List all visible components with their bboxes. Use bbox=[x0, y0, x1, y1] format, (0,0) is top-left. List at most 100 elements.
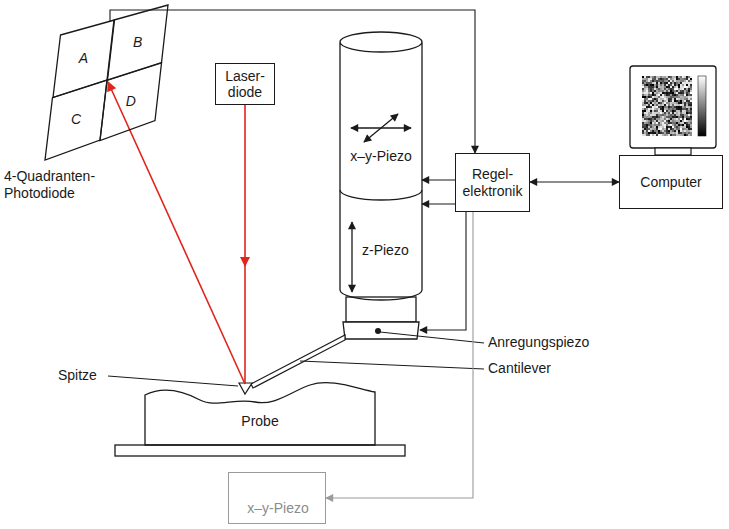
noise-pixel bbox=[662, 78, 664, 80]
noise-pixel bbox=[660, 126, 662, 128]
noise-pixel bbox=[644, 116, 646, 118]
noise-pixel bbox=[644, 112, 646, 114]
noise-pixel bbox=[646, 130, 648, 132]
noise-pixel bbox=[672, 104, 674, 106]
noise-pixel bbox=[676, 80, 678, 82]
noise-pixel bbox=[666, 114, 668, 116]
noise-pixel bbox=[668, 130, 670, 132]
node-label: Probe bbox=[241, 413, 278, 429]
noise-pixel bbox=[652, 118, 654, 120]
noise-pixel bbox=[668, 110, 670, 112]
noise-pixel bbox=[682, 122, 684, 124]
noise-pixel bbox=[658, 122, 660, 124]
noise-pixel bbox=[674, 118, 676, 120]
noise-pixel bbox=[658, 132, 660, 134]
noise-pixel bbox=[666, 98, 668, 100]
noise-pixel bbox=[680, 94, 682, 96]
noise-pixel bbox=[642, 84, 644, 86]
noise-pixel bbox=[672, 88, 674, 90]
noise-pixel bbox=[682, 82, 684, 84]
noise-pixel bbox=[656, 100, 658, 102]
noise-pixel bbox=[656, 118, 658, 120]
noise-pixel bbox=[642, 98, 644, 100]
noise-pixel bbox=[662, 122, 664, 124]
noise-pixel bbox=[684, 100, 686, 102]
noise-pixel bbox=[666, 102, 668, 104]
noise-pixel bbox=[674, 82, 676, 84]
noise-pixel bbox=[648, 94, 650, 96]
noise-pixel bbox=[690, 126, 692, 128]
cantilever-holder bbox=[346, 297, 416, 322]
noise-pixel bbox=[688, 116, 690, 118]
noise-pixel bbox=[690, 94, 692, 96]
noise-pixel bbox=[650, 114, 652, 116]
noise-pixel bbox=[690, 122, 692, 124]
signal-connector bbox=[422, 203, 455, 204]
noise-pixel bbox=[676, 76, 678, 78]
noise-pixel bbox=[642, 128, 644, 130]
noise-pixel bbox=[664, 108, 666, 110]
noise-pixel bbox=[644, 106, 646, 108]
noise-pixel bbox=[656, 134, 658, 136]
noise-pixel bbox=[686, 106, 688, 108]
noise-pixel bbox=[690, 80, 692, 82]
noise-pixel bbox=[654, 130, 656, 132]
noise-pixel bbox=[654, 118, 656, 120]
noise-pixel bbox=[678, 128, 680, 130]
monitor-screen bbox=[642, 76, 692, 136]
noise-pixel bbox=[680, 124, 682, 126]
noise-pixel bbox=[670, 84, 672, 86]
noise-pixel bbox=[678, 82, 680, 84]
noise-pixel bbox=[658, 94, 660, 96]
noise-pixel bbox=[646, 90, 648, 92]
noise-pixel bbox=[648, 112, 650, 114]
noise-pixel bbox=[664, 100, 666, 102]
noise-pixel bbox=[664, 102, 666, 104]
noise-pixel bbox=[646, 98, 648, 100]
noise-pixel bbox=[680, 116, 682, 118]
noise-pixel bbox=[652, 102, 654, 104]
noise-pixel bbox=[668, 102, 670, 104]
noise-pixel bbox=[662, 120, 664, 122]
noise-pixel bbox=[660, 102, 662, 104]
noise-pixel bbox=[654, 76, 656, 78]
noise-pixel bbox=[660, 114, 662, 116]
noise-pixel bbox=[670, 110, 672, 112]
noise-pixel bbox=[668, 104, 670, 106]
noise-pixel bbox=[650, 98, 652, 100]
noise-pixel bbox=[666, 104, 668, 106]
leader-line bbox=[108, 376, 238, 386]
noise-pixel bbox=[682, 90, 684, 92]
noise-pixel bbox=[644, 130, 646, 132]
noise-pixel bbox=[666, 126, 668, 128]
noise-pixel bbox=[650, 120, 652, 122]
noise-pixel bbox=[678, 84, 680, 86]
noise-pixel bbox=[676, 82, 678, 84]
noise-pixel bbox=[650, 82, 652, 84]
noise-pixel bbox=[670, 108, 672, 110]
monitor-stand bbox=[655, 148, 691, 155]
noise-pixel bbox=[656, 88, 658, 90]
noise-pixel bbox=[660, 132, 662, 134]
noise-pixel bbox=[670, 100, 672, 102]
noise-pixel bbox=[660, 130, 662, 132]
noise-pixel bbox=[656, 90, 658, 92]
noise-pixel bbox=[670, 76, 672, 78]
noise-pixel bbox=[672, 126, 674, 128]
noise-pixel bbox=[670, 126, 672, 128]
noise-pixel bbox=[650, 116, 652, 118]
noise-pixel bbox=[646, 116, 648, 118]
noise-pixel bbox=[686, 88, 688, 90]
noise-pixel bbox=[674, 92, 676, 94]
noise-pixel bbox=[648, 130, 650, 132]
noise-pixel bbox=[650, 94, 652, 96]
noise-pixel bbox=[690, 104, 692, 106]
noise-pixel bbox=[648, 84, 650, 86]
noise-pixel bbox=[650, 126, 652, 128]
noise-pixel bbox=[688, 118, 690, 120]
noise-pixel bbox=[644, 88, 646, 90]
noise-pixel bbox=[680, 92, 682, 94]
noise-pixel bbox=[674, 134, 676, 136]
noise-pixel bbox=[664, 88, 666, 90]
